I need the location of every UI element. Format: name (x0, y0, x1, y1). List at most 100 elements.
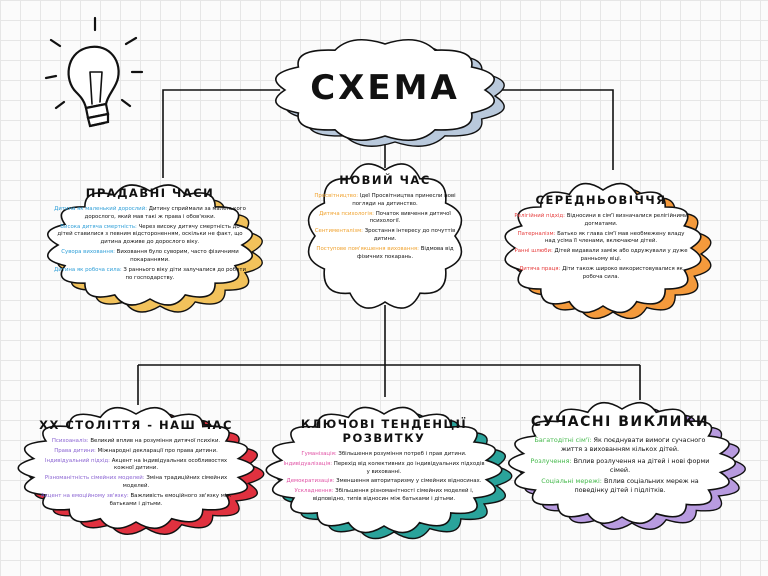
node-new-time: НОВИЙ ЧАС Просвітництво: Ідеї Просвітниц… (312, 173, 458, 264)
cloud-challenges-body (507, 401, 737, 525)
item-3: Ускладнення: Збільшення різноманітності … (282, 488, 486, 504)
lightbulb-icon (44, 16, 144, 128)
item-key: Дитяча психологія: (319, 210, 374, 217)
cloud-middle (504, 182, 712, 320)
item-text: Зростання інтересу до почуттів дитини. (364, 228, 456, 243)
item-text: Збільшення різноманітності сімейних моде… (312, 488, 474, 503)
item-text: Зміна традиційних сімейних моделей. (122, 475, 228, 490)
item-text: Збільшення розуміння потреб і прав дитин… (338, 451, 467, 457)
item-text: Діти також широко використовувалися як р… (562, 265, 683, 280)
item-key: Розлучення: (530, 456, 572, 465)
item-text: З раннього віку діти залучалися до робот… (123, 266, 246, 281)
item-text: Через високу дитячу смертність до дітей … (57, 223, 243, 246)
item-key: Індивідуалізація: (283, 460, 333, 467)
item-key: Просвітництво: (314, 193, 359, 199)
item-key: Акцент на емоційному зв'язку: (40, 492, 129, 499)
item-text: Відмова від фізичних покарань. (356, 245, 454, 260)
item-3: Дитяча праця: Діти також широко використ… (514, 266, 688, 282)
item-1: Висока дитяча смертність: Через високу д… (52, 224, 248, 247)
item-key: Поступове пом'якшення виховання: (316, 245, 419, 252)
item-0: Психоаналіз: Великий вплив на розуміння … (38, 438, 234, 446)
node-modern-challenges: СУЧАСНІ ВИКЛИКИ Багатодітні сім'ї: Як по… (530, 414, 710, 498)
item-4: Акцент на емоційному зв'язку: Важливість… (38, 493, 234, 509)
item-key: Ранні шлюби: (514, 248, 553, 255)
item-key: Індивідуальний підхід: (44, 457, 110, 464)
cloud-ancient-body (47, 184, 253, 306)
item-2: Ранні шлюби: Дітей видавали заміж або од… (514, 248, 688, 264)
connector-title-left (162, 89, 280, 178)
item-2: Сувора виховання: Виховання було суворим… (52, 249, 248, 265)
item-key: Дитина як маленький дорослий: (54, 206, 148, 212)
item-0: Релігійний підхід: Відносини в сім'ї виз… (514, 213, 688, 229)
item-key: Різноманітність сімейних моделей: (44, 475, 145, 482)
item-key: Ускладнення: (294, 488, 334, 495)
node-middle-ages: СЕРЕДНЬОВІЧЧЯ Релігійний підхід: Відноси… (514, 193, 688, 284)
item-0: Просвітництво: Ідеї Просвітництва принес… (312, 193, 458, 209)
item-text: Вплив соціальних мереж на поведінку діте… (574, 477, 699, 495)
item-0: Гуманізація: Збільшення розуміння потреб… (282, 451, 486, 459)
item-key: Сентименталізм: (314, 228, 363, 235)
connector-bottom-bar (137, 364, 641, 405)
item-3: Дитина як робоча сила: З раннього віку д… (52, 267, 248, 283)
node-xx-century: XX СТОЛІТТЯ - НАШ ЧАС Психоаналіз: Велик… (38, 418, 234, 511)
item-1: Дитяча психологія: Початок вивчення дитя… (312, 211, 458, 227)
item-2: Демократизація: Зменшення авторитаризму … (282, 478, 486, 486)
node-ancient-times-items: Дитина як маленький дорослий: Дитину спр… (52, 206, 248, 282)
item-key: Гуманізація: (301, 451, 337, 457)
connector-title-right (488, 89, 614, 170)
node-key-trends-heading: КЛЮЧОВІ ТЕНДЕНЦІЇ РОЗВИТКУ (300, 417, 468, 445)
item-text: Батько як глава сім'ї мав необмежену вла… (544, 230, 685, 245)
item-0: Дитина як маленький дорослий: Дитину спр… (52, 206, 248, 222)
item-key: Психоаналіз: (51, 438, 89, 444)
item-key: Дитяча праця: (519, 265, 561, 272)
item-1: Розлучення: Вплив розлучення на дітей і … (530, 457, 710, 476)
item-text: Початок вивчення дитячої психології. (369, 210, 451, 225)
item-1: Патерналізм: Батько як глава сім'ї мав н… (514, 231, 688, 247)
node-key-trends-items: Гуманізація: Збільшення розуміння потреб… (282, 451, 486, 504)
cloud-xx-body (17, 406, 255, 530)
node-ancient-times-heading: ПРАДАВНІ ЧАСИ (85, 186, 215, 200)
item-text: Дітей видавали заміж або одружували у ду… (554, 248, 688, 263)
diagram-title: СХЕМА (310, 68, 460, 108)
cloud-title (275, 38, 505, 147)
item-text: Ідеї Просвітництва принесли нові погляди… (352, 193, 456, 207)
item-key: Сувора виховання: (61, 249, 115, 256)
item-key: Багатодітні сім'ї: (534, 436, 592, 444)
item-text: Вплив розлучення на дітей і нові форми с… (573, 456, 710, 474)
node-middle-ages-heading: СЕРЕДНЬОВІЧЧЯ (535, 193, 667, 207)
node-new-time-heading: НОВИЙ ЧАС (339, 173, 431, 187)
node-modern-challenges-items: Багатодітні сім'ї: Як поєднувати вимоги … (530, 436, 710, 496)
connector-lines (137, 89, 641, 405)
item-3: Різноманітність сімейних моделей: Зміна … (38, 475, 234, 491)
item-key: Демократизація: (286, 478, 335, 485)
item-text: Як поєднувати вимоги сучасного життя з в… (560, 436, 706, 454)
cloud-trends (265, 406, 513, 540)
item-2: Соціальні мережі: Вплив соціальних мереж… (530, 477, 710, 496)
item-text: Дитину сприймали за маленького дорослого… (84, 206, 246, 220)
node-ancient-times: ПРАДАВНІ ЧАСИ Дитина як маленький доросл… (52, 186, 248, 284)
node-modern-challenges-heading: СУЧАСНІ ВИКЛИКИ (530, 414, 710, 430)
item-text: Великий вплив на розуміння дитячої психі… (90, 438, 221, 444)
item-2: Сентименталізм: Зростання інтересу до по… (312, 228, 458, 244)
cloud-ancient (47, 184, 263, 313)
cloud-xx (17, 406, 265, 535)
item-key: Висока дитяча смертність: (60, 223, 137, 230)
item-1: Індивідуалізація: Перехід від колективни… (282, 461, 486, 477)
item-0: Багатодітні сім'ї: Як поєднувати вимоги … (530, 436, 710, 455)
item-key: Патерналізм: (517, 230, 556, 237)
item-key: Релігійний підхід: (514, 213, 565, 219)
item-text: Виховання було суворим, часто фізичними … (116, 249, 239, 263)
item-text: Акцент на індивідуальних особливостях ко… (111, 457, 228, 472)
item-2: Індивідуальний підхід: Акцент на індивід… (38, 458, 234, 474)
cloud-challenges (507, 401, 746, 530)
node-xx-century-heading: XX СТОЛІТТЯ - НАШ ЧАС (39, 418, 233, 432)
item-text: Важливість емоційного зв'язку між батька… (109, 492, 232, 507)
cloud-middle-body (504, 182, 702, 314)
cloud-title-body (275, 38, 495, 142)
cloud-trends-body (265, 406, 503, 534)
node-new-time-items: Просвітництво: Ідеї Просвітництва принес… (312, 193, 458, 262)
node-xx-century-items: Психоаналіз: Великий вплив на розуміння … (38, 438, 234, 509)
item-text: Зменшення авторитаризму у сімейних відно… (336, 478, 482, 485)
cloud-new (307, 163, 463, 309)
